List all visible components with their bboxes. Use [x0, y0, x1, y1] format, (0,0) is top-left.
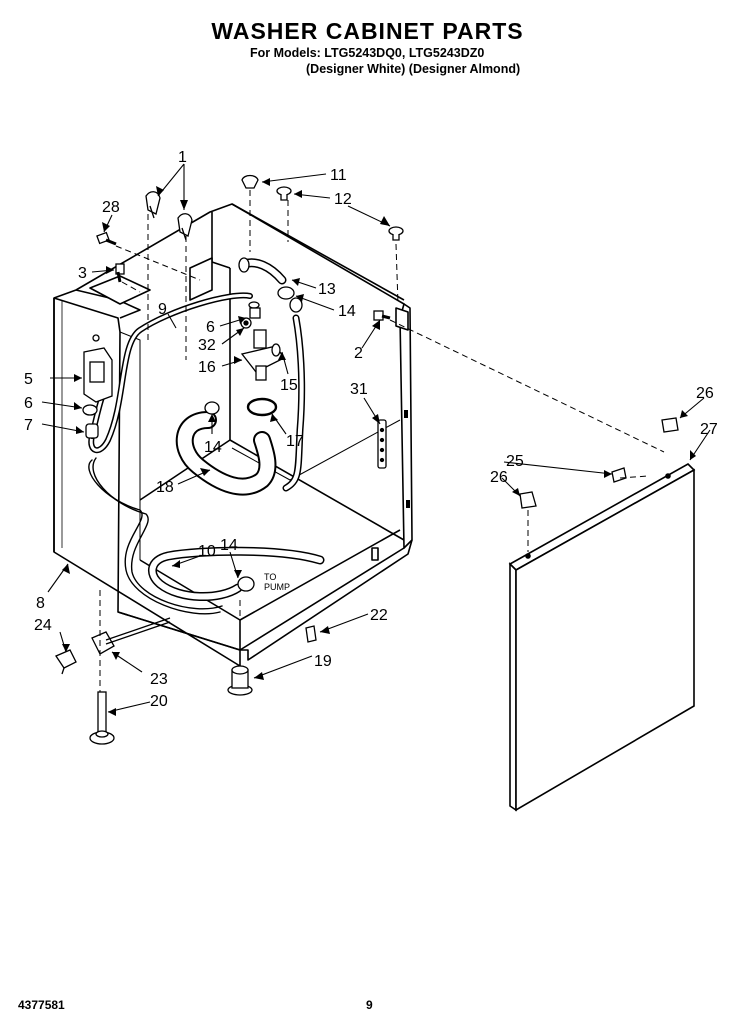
plug-part-12a [276, 186, 292, 201]
callout-10: 10 [198, 543, 216, 560]
page-title: WASHER CABINET PARTS [211, 18, 524, 44]
leveling-foot-part-19 [227, 665, 253, 696]
callout-7: 7 [24, 417, 33, 434]
callout-12: 12 [334, 191, 352, 208]
plug-part-12b [388, 226, 404, 241]
callout-20: 20 [150, 693, 168, 710]
callout-8: 8 [36, 595, 45, 612]
coupling-part-7 [85, 423, 99, 439]
callout-11: 11 [330, 167, 347, 184]
hose-clamp-part-1a [145, 191, 161, 219]
strip-part-31 [377, 419, 387, 469]
washer-part-6-left [82, 404, 98, 416]
callout-27: 27 [700, 421, 718, 438]
cap-part-11 [241, 174, 259, 189]
callout-15: 15 [280, 377, 298, 394]
leg-bracket-part-23 [91, 617, 171, 655]
clip-part-26-lower [519, 491, 537, 509]
callout-14-bottom: 14 [220, 537, 238, 554]
clip-part-24 [55, 649, 77, 675]
document-number: 4377581 [18, 998, 65, 1012]
callout-labels: 1 28 3 11 12 13 14 2 9 6 32 16 15 31 5 6… [24, 149, 718, 710]
callout-23: 23 [150, 671, 168, 688]
callout-5: 5 [24, 371, 33, 388]
callout-25: 25 [506, 453, 524, 470]
callout-22: 22 [370, 607, 388, 624]
note-to: TO [264, 572, 276, 582]
callout-26-lower: 26 [490, 469, 508, 486]
callout-16: 16 [198, 359, 216, 376]
hose-clamp-part-1b [177, 213, 193, 241]
water-valve-part-5 [83, 334, 113, 403]
callout-28: 28 [102, 199, 120, 216]
callout-13: 13 [318, 281, 336, 298]
elbow-part-13 [238, 257, 303, 313]
callout-32: 32 [198, 337, 216, 354]
callout-6-upper: 6 [206, 319, 215, 336]
clamp-part-14-bottom [237, 576, 255, 592]
clamp-part-14-middle [204, 401, 220, 415]
callout-14-top: 14 [338, 303, 356, 320]
callout-9: 9 [158, 301, 167, 318]
screw-part-3 [115, 263, 125, 283]
note-pump: PUMP [264, 582, 290, 592]
callout-19: 19 [314, 653, 332, 670]
alignment-lines [99, 190, 665, 692]
front-panel-part-27 [508, 463, 696, 812]
clamp-part-14-top [277, 286, 295, 300]
valve-bracket-part-16 [240, 329, 285, 381]
page-number: 9 [366, 998, 373, 1012]
clip-part-26-top [661, 417, 679, 433]
callout-18: 18 [156, 479, 174, 496]
washer-part-6-upper [248, 301, 261, 319]
clip-part-22 [305, 625, 317, 643]
callout-2: 2 [354, 345, 363, 362]
callout-31: 31 [350, 381, 368, 398]
callout-6-left: 6 [24, 395, 33, 412]
callout-3: 3 [78, 265, 87, 282]
model-numbers: For Models: LTG5243DQ0, LTG5243DZ0 [250, 46, 485, 60]
leg-part-20 [89, 691, 115, 745]
screw-part-2 [373, 310, 391, 321]
callout-24: 24 [34, 617, 52, 634]
callout-1: 1 [178, 149, 187, 166]
arrowheads [62, 178, 696, 716]
screw-part-28 [96, 231, 117, 246]
parts [55, 174, 679, 745]
color-variants: (Designer White) (Designer Almond) [306, 62, 521, 76]
callout-14-middle: 14 [204, 439, 222, 456]
clamp-ring-part-17 [246, 397, 278, 417]
strike-part-25 [611, 467, 627, 483]
callout-26-top: 26 [696, 385, 714, 402]
callout-17: 17 [286, 433, 304, 450]
cabinet-right-post [399, 303, 413, 549]
